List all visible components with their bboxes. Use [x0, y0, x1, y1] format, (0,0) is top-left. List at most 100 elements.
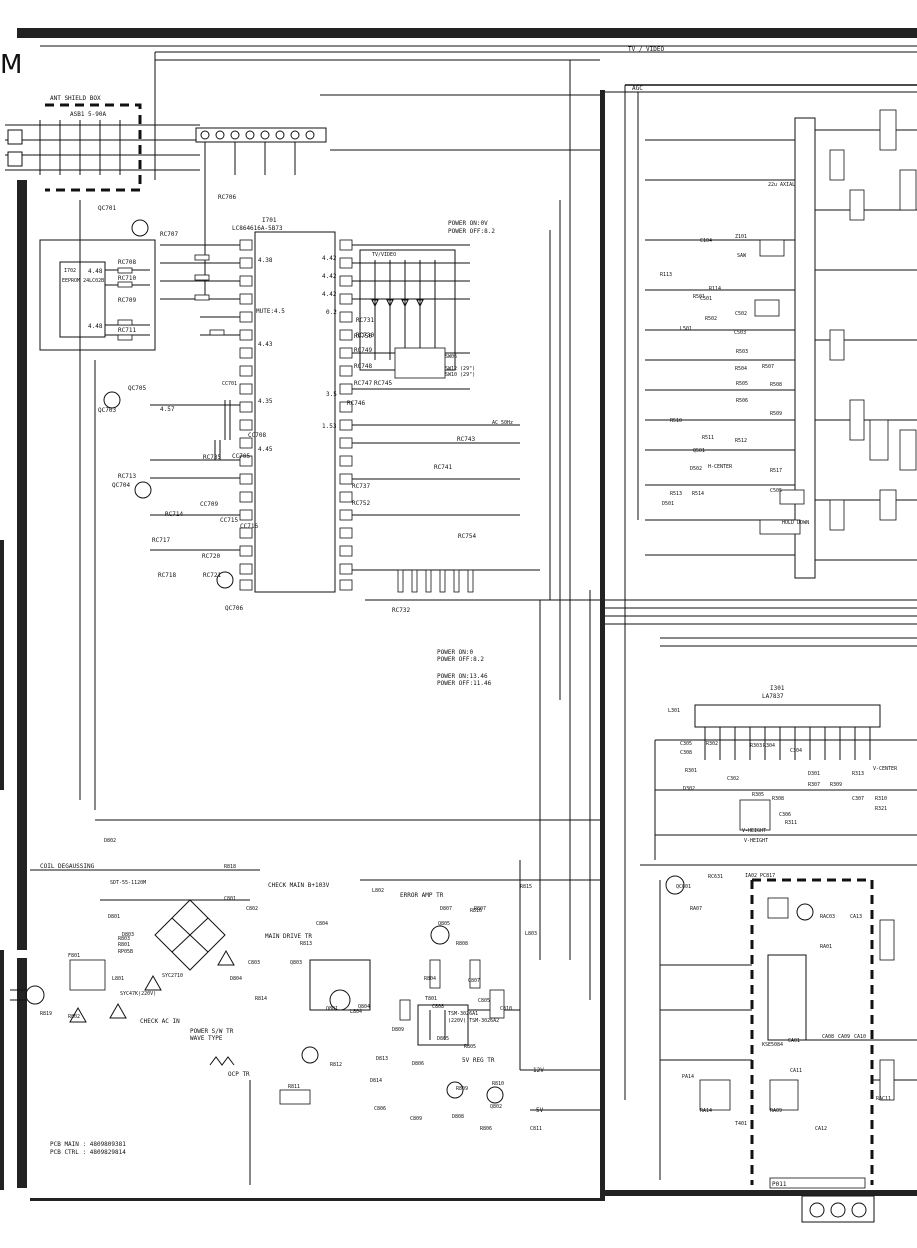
right-part-21: D501 — [662, 501, 674, 507]
ic301-part-12: R307 — [808, 782, 820, 788]
mid-part-6: RC743 — [457, 436, 475, 443]
ic301-part-7: R301 — [685, 768, 697, 774]
ic301-part-13: R308 — [772, 796, 784, 802]
left-rail-lower — [17, 958, 27, 1188]
power-part-37: R816 — [470, 908, 482, 914]
mid-part-9: RC747 — [354, 380, 372, 387]
photo-part-2: RC631 — [708, 874, 723, 880]
power-label-5: POWER OFF:11.46 — [437, 680, 492, 687]
power-text-2: ERROR AMP TR — [400, 892, 444, 899]
bottom-connector — [769, 1177, 875, 1223]
power-part-17: L801 — [112, 976, 124, 982]
mid-bus — [539, 590, 917, 1000]
left-rail-upper — [17, 180, 27, 950]
misc-label-10: 22u AXIAL — [768, 182, 795, 188]
pcb-ctrl-label: PCB CTRL : 4809829814 — [50, 1149, 126, 1156]
photo-part-3: RA07 — [690, 906, 702, 912]
misc-label-13: SW06 — [445, 354, 457, 360]
power-part-45: C806 — [374, 1106, 386, 1112]
pin-voltage-0: 4.48 — [88, 268, 103, 275]
power-part-4: D805 — [437, 1036, 449, 1042]
left-part-2: RC708 — [118, 259, 136, 266]
power-label-1: POWER OFF:8.2 — [448, 228, 495, 235]
power-part-25: R804 — [424, 976, 436, 982]
photo-part-0: IA02 PC817 — [745, 873, 775, 879]
pin-voltage-6: 0.2 — [326, 309, 337, 316]
pin-voltage-10: 3.5 — [326, 391, 337, 398]
misc-label-1: SYC47K(220V) — [120, 991, 156, 997]
pin-voltage-1: 4.48 — [88, 323, 103, 330]
power-part-23: R802 — [68, 1014, 80, 1020]
ic301-part-10: R304 — [763, 743, 775, 749]
pin-voltage-13: 4.45 — [258, 446, 273, 453]
ic301-part-19: D301 — [808, 771, 820, 777]
ic301-part-18: R321 — [875, 806, 887, 812]
photo-part-15: T401 — [735, 1121, 747, 1127]
power-part-38: R818 — [224, 864, 236, 870]
power-part-16: T801 — [425, 996, 437, 1002]
left-rail-tab-lower — [0, 950, 4, 1190]
power-part-24: R803 — [118, 936, 130, 942]
power-labels: POWER ON:0V POWER OFF:8.2 POWER ON:0 POW… — [437, 220, 495, 687]
mid-part-14: RC754 — [458, 533, 476, 540]
photo-part-11: CA09 — [838, 1034, 850, 1040]
right-part-18: C505 — [770, 488, 782, 494]
power-part-11: Q801 — [326, 1006, 338, 1012]
pin-voltage-2: 4.38 — [258, 257, 273, 264]
left-part-1: RC707 — [160, 231, 178, 238]
power-part-21: F801 — [68, 953, 80, 959]
tv-video-label: TV / VIDEO — [628, 46, 665, 53]
ic301-part-1: C305 — [680, 741, 692, 747]
misc-label-11: SW10 (29") — [445, 372, 475, 378]
mid-part-12: RC750 — [354, 333, 372, 340]
photo-part-10: CA08 — [822, 1034, 834, 1040]
photo-part-7: CA11 — [790, 1068, 802, 1074]
pin-voltage-12: 4.35 — [258, 398, 273, 405]
right-part-19: L501 — [680, 326, 692, 332]
ic301-part-5: C302 — [727, 776, 739, 782]
left-part-11: RC713 — [118, 473, 136, 480]
i701-wiring — [79, 60, 600, 960]
misc-label-12: SW12 (29") — [445, 366, 475, 372]
misc-label-4: KSE5084 — [762, 1042, 783, 1048]
ic301-part-17: R313 — [852, 771, 864, 777]
left-rail-tab — [0, 540, 4, 790]
video-processor-ic — [645, 109, 917, 579]
ic-i701-part: LC864616A-5B73 — [232, 225, 283, 232]
power-part-27: R806 — [480, 1126, 492, 1132]
power-part-42: C803 — [248, 960, 260, 966]
photo-part-16: PA14 — [682, 1074, 694, 1080]
right-part-14: R517 — [770, 468, 782, 474]
right-part-17: C503 — [734, 330, 746, 336]
power-part-0: D801 — [108, 914, 120, 920]
left-part-8: QC704 — [112, 482, 130, 489]
misc-label-0: SDT-55-1120M — [110, 880, 146, 886]
ic-i701-ref: I701 — [262, 217, 277, 224]
misc-label-16: H-CENTER — [708, 464, 733, 470]
agc-label: AGC — [632, 85, 643, 92]
left-part-12: RC714 — [165, 511, 183, 518]
power-part-43: C804 — [316, 921, 328, 927]
power-part-29: R808 — [456, 941, 468, 947]
photo-part-13: RA14 — [700, 1108, 712, 1114]
ic-i701-body — [239, 231, 353, 593]
ic301-part-0: L301 — [668, 708, 680, 714]
left-part-labels: RC706 RC707 RC708 RC709 RC710 RC711 QC70… — [98, 194, 266, 612]
power-part-14: Q804 — [358, 1004, 370, 1010]
power-part-8: D809 — [392, 1027, 404, 1033]
ic301-part-8: R302 — [706, 741, 718, 747]
power-part-labels: D801 D802 D803 D804 D805 D806 D807 D808 … — [40, 838, 542, 1132]
power-part-6: D807 — [440, 906, 452, 912]
right-part-20: Q501 — [693, 448, 705, 454]
ic301-part-21: V-HEIGHT — [742, 828, 766, 834]
right-rail-bottom — [600, 1190, 917, 1196]
power-part-30: R809 — [456, 1086, 468, 1092]
right-part-24: C104 — [700, 238, 712, 244]
right-rail — [600, 90, 605, 1200]
power-text-6: WAVE TYPE — [190, 1035, 223, 1042]
right-part-0: R501 — [693, 294, 705, 300]
photo-part-8: CA12 — [815, 1126, 827, 1132]
left-part-10: QC706 — [225, 605, 243, 612]
